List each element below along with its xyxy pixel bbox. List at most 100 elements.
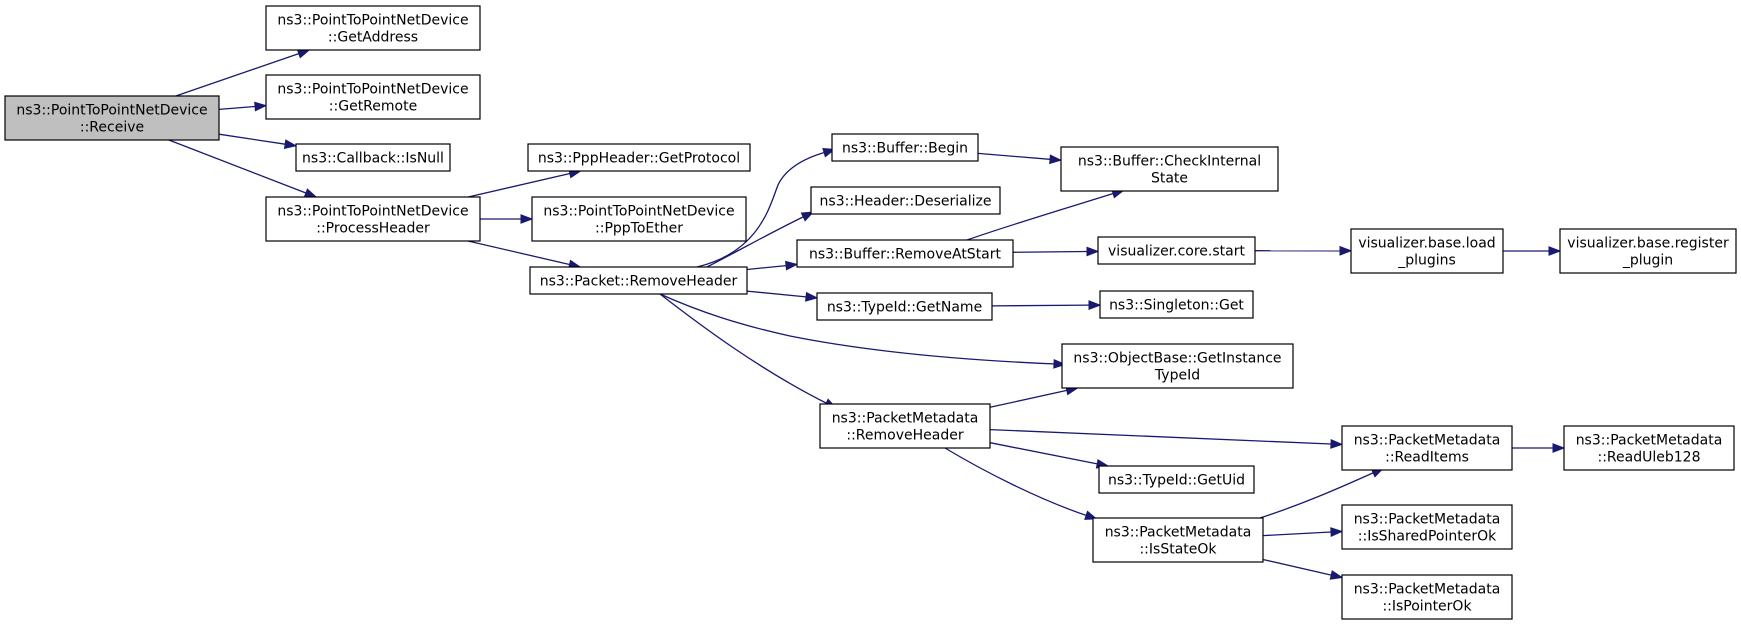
node-label: ns3::Callback::IsNull (302, 151, 444, 167)
node-label: ::RemoveHeader (846, 428, 963, 444)
edge-removeatstart-to-vstart (1012, 246, 1100, 257)
node-box (816, 292, 993, 321)
node-label: ns3::Header::Deserialize (820, 194, 992, 210)
node-label: ns3::PacketMetadata (1576, 433, 1723, 449)
node-label: ns3::PppHeader::GetProtocol (538, 151, 740, 167)
edge-begin-to-checkinternal (977, 152, 1063, 165)
node-box (1341, 574, 1513, 620)
node-label: ns3::PointToPointNetDevice (277, 204, 468, 220)
node-label: ::GetRemote (329, 99, 417, 115)
node-isstateok[interactable]: ns3::PacketMetadata::IsStateOk (1092, 517, 1264, 563)
node-label: ns3::PacketMetadata (1105, 525, 1252, 541)
node-box (1559, 228, 1737, 274)
node-label: ns3::Buffer::RemoveAtStart (809, 247, 1002, 263)
node-getremote[interactable]: ns3::PointToPointNetDevice::GetRemote (265, 74, 481, 120)
edge-isstateok-to-issharedpointerok (1262, 527, 1344, 537)
node-box (531, 196, 747, 242)
node-label: ns3::PointToPointNetDevice (277, 82, 468, 98)
node-box (265, 5, 481, 51)
node-box (265, 196, 481, 242)
node-label: TypeId (1154, 368, 1200, 384)
node-pmremoveheader[interactable]: ns3::PacketMetadata::RemoveHeader (819, 403, 991, 449)
node-label: ::PppToEther (595, 221, 683, 237)
edge-receive-to-getremote (218, 101, 268, 112)
edge-removeheader-to-pmremoveheader (659, 293, 838, 409)
edge-pmremoveheader-to-getinstancetypeid (989, 385, 1079, 408)
edge-processheader-to-ppptoether (480, 214, 534, 224)
node-getprotocol[interactable]: ns3::PppHeader::GetProtocol (527, 143, 751, 172)
node-label: ns3::TypeId::GetName (827, 300, 982, 316)
node-box (831, 133, 979, 162)
edge-removeheader-to-getinstancetypeid (659, 293, 1067, 369)
node-box (1341, 425, 1513, 471)
node-box (1350, 228, 1504, 274)
node-ppptoether[interactable]: ns3::PointToPointNetDevice::PppToEther (531, 196, 747, 242)
edge-getname-to-singletonget (991, 300, 1102, 311)
node-label: ns3::PacketMetadata (1354, 582, 1501, 598)
node-label: ::IsPointerOk (1382, 599, 1472, 615)
node-box (527, 143, 751, 172)
node-label: ns3::ObjectBase::GetInstance (1073, 351, 1281, 367)
edge-receive-to-processheader (168, 139, 318, 198)
node-box (1563, 425, 1735, 471)
node-label: ns3::PointToPointNetDevice (543, 204, 734, 220)
node-box (1097, 236, 1256, 265)
node-removeheader[interactable]: ns3::Packet::RemoveHeader (529, 266, 748, 295)
node-processheader[interactable]: ns3::PointToPointNetDevice::ProcessHeade… (265, 196, 481, 242)
node-label: visualizer.base.register (1567, 236, 1729, 252)
node-label: visualizer.core.start (1108, 244, 1245, 260)
edge-removeheader-to-removeatstart (746, 260, 799, 271)
node-box (810, 186, 1001, 215)
node-box (1060, 146, 1279, 192)
edge-pmremoveheader-to-isstateok (944, 447, 1098, 520)
node-label: ::GetAddress (328, 30, 418, 46)
edge-receive-to-isnull (218, 133, 298, 150)
node-singletonget[interactable]: ns3::Singleton::Get (1099, 290, 1254, 319)
node-begin[interactable]: ns3::Buffer::Begin (831, 133, 979, 162)
node-ispointerok[interactable]: ns3::PacketMetadata::IsPointerOk (1341, 574, 1513, 620)
node-label: ns3::TypeId::GetUid (1108, 473, 1245, 489)
node-isnull[interactable]: ns3::Callback::IsNull (295, 143, 451, 172)
node-box (1092, 517, 1264, 563)
edge-removeheader-to-deserialize (706, 211, 815, 268)
node-label: ns3::PointToPointNetDevice (277, 13, 468, 29)
nodes-layer: ns3::PointToPointNetDevice::Receivens3::… (4, 5, 1737, 620)
node-box (295, 143, 451, 172)
node-label: ::Receive (80, 120, 144, 136)
node-getaddress[interactable]: ns3::PointToPointNetDevice::GetAddress (265, 5, 481, 51)
node-box (4, 95, 220, 141)
node-loadplugins[interactable]: visualizer.base.load_plugins (1350, 228, 1504, 274)
node-label: ::IsSharedPointerOk (1358, 529, 1497, 545)
node-box (819, 403, 991, 449)
edge-isstateok-to-ispointerok (1262, 558, 1344, 580)
node-label: _plugins (1397, 253, 1456, 269)
node-registerplugin[interactable]: visualizer.base.register_plugin (1559, 228, 1737, 274)
edge-readitems-to-readuleb (1512, 443, 1566, 453)
node-label: ns3::PacketMetadata (1354, 433, 1501, 449)
node-label: ns3::PacketMetadata (1354, 512, 1501, 528)
node-readitems[interactable]: ns3::PacketMetadata::ReadItems (1341, 425, 1513, 471)
edge-loadplugins-to-registerplugin (1503, 246, 1562, 256)
node-vstart[interactable]: visualizer.core.start (1097, 236, 1256, 265)
node-label: ns3::Buffer::Begin (842, 141, 968, 157)
node-label: ns3::PacketMetadata (832, 411, 979, 427)
node-removeatstart[interactable]: ns3::Buffer::RemoveAtStart (796, 239, 1014, 268)
node-getuid[interactable]: ns3::TypeId::GetUid (1098, 465, 1255, 494)
node-box (265, 74, 481, 120)
node-label: ::IsStateOk (1139, 542, 1217, 558)
node-box (1099, 290, 1254, 319)
node-readuleb[interactable]: ns3::PacketMetadata::ReadUleb128 (1563, 425, 1735, 471)
node-deserialize[interactable]: ns3::Header::Deserialize (810, 186, 1001, 215)
node-issharedpointerok[interactable]: ns3::PacketMetadata::IsSharedPointerOk (1341, 504, 1513, 550)
edge-pmremoveheader-to-getuid (989, 442, 1110, 469)
edge-vstart-to-loadplugins (1254, 245, 1353, 256)
edge-pmremoveheader-to-readitems (989, 428, 1344, 449)
edge-processheader-to-removeheader (467, 240, 582, 270)
edge-removeheader-to-getname (746, 290, 819, 302)
node-getname[interactable]: ns3::TypeId::GetName (816, 292, 993, 321)
node-label: ::ReadUleb128 (1598, 450, 1701, 466)
node-label: ns3::Buffer::CheckInternal (1078, 154, 1261, 170)
